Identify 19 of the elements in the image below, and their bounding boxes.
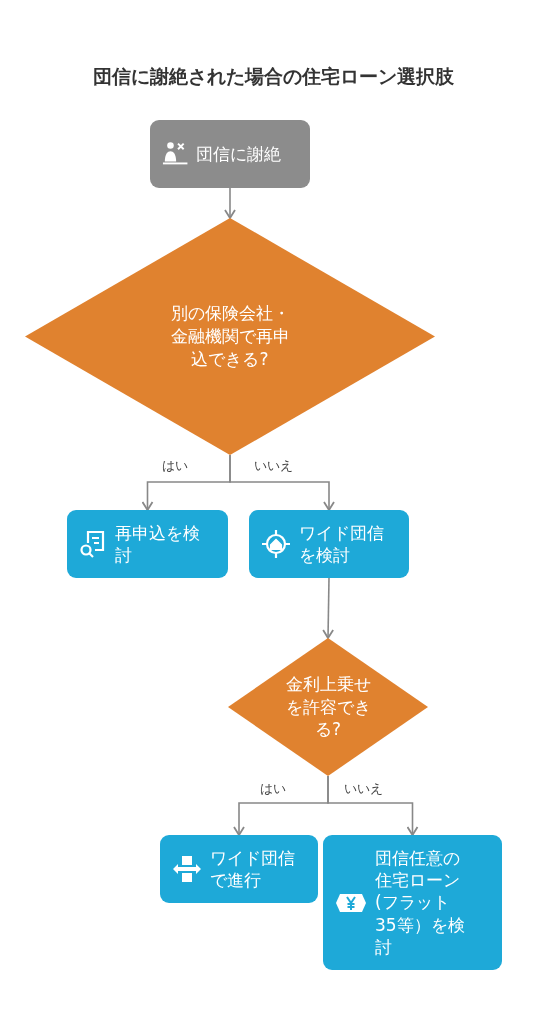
box-text: ワイド団信で進行 bbox=[210, 846, 296, 892]
decision-text: 別の保険会社・金融機関で再申込できる? bbox=[169, 302, 291, 371]
decision-text: 金利上乗せを許容できる? bbox=[284, 672, 372, 742]
box-text: 団信に謝絶 bbox=[196, 142, 283, 166]
box-text: ワイド団信を検討 bbox=[299, 521, 385, 567]
connector-arrow bbox=[229, 454, 335, 511]
process-box bbox=[249, 510, 409, 578]
edge-label: いいえ bbox=[342, 780, 385, 798]
connector-arrow bbox=[327, 775, 419, 836]
process-box bbox=[323, 835, 502, 970]
box-text: 団信任意の住宅ローン(フラット35等）を検討 bbox=[375, 847, 466, 958]
connector-arrow bbox=[224, 187, 236, 219]
edge-label: いいえ bbox=[252, 457, 295, 475]
start-box bbox=[150, 120, 310, 188]
process-box bbox=[67, 510, 228, 578]
box-text: 再申込を検討 bbox=[115, 521, 201, 567]
process-box bbox=[160, 835, 318, 903]
diagram-title: 団信に謝絶された場合の住宅ローン選択肢 bbox=[91, 64, 455, 89]
connector-arrow bbox=[322, 577, 335, 639]
